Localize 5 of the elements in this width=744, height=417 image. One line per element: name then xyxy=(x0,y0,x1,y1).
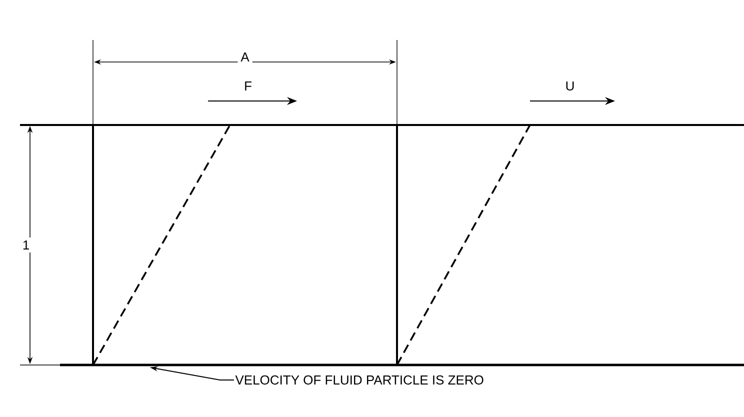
dimension-label: A xyxy=(238,50,252,64)
dimension-label: 1 xyxy=(19,238,33,252)
note-text: VELOCITY OF FLUID PARTICLE IS ZERO xyxy=(235,375,484,385)
arrow-label: U xyxy=(562,78,578,94)
arrow-label: F xyxy=(241,78,255,94)
